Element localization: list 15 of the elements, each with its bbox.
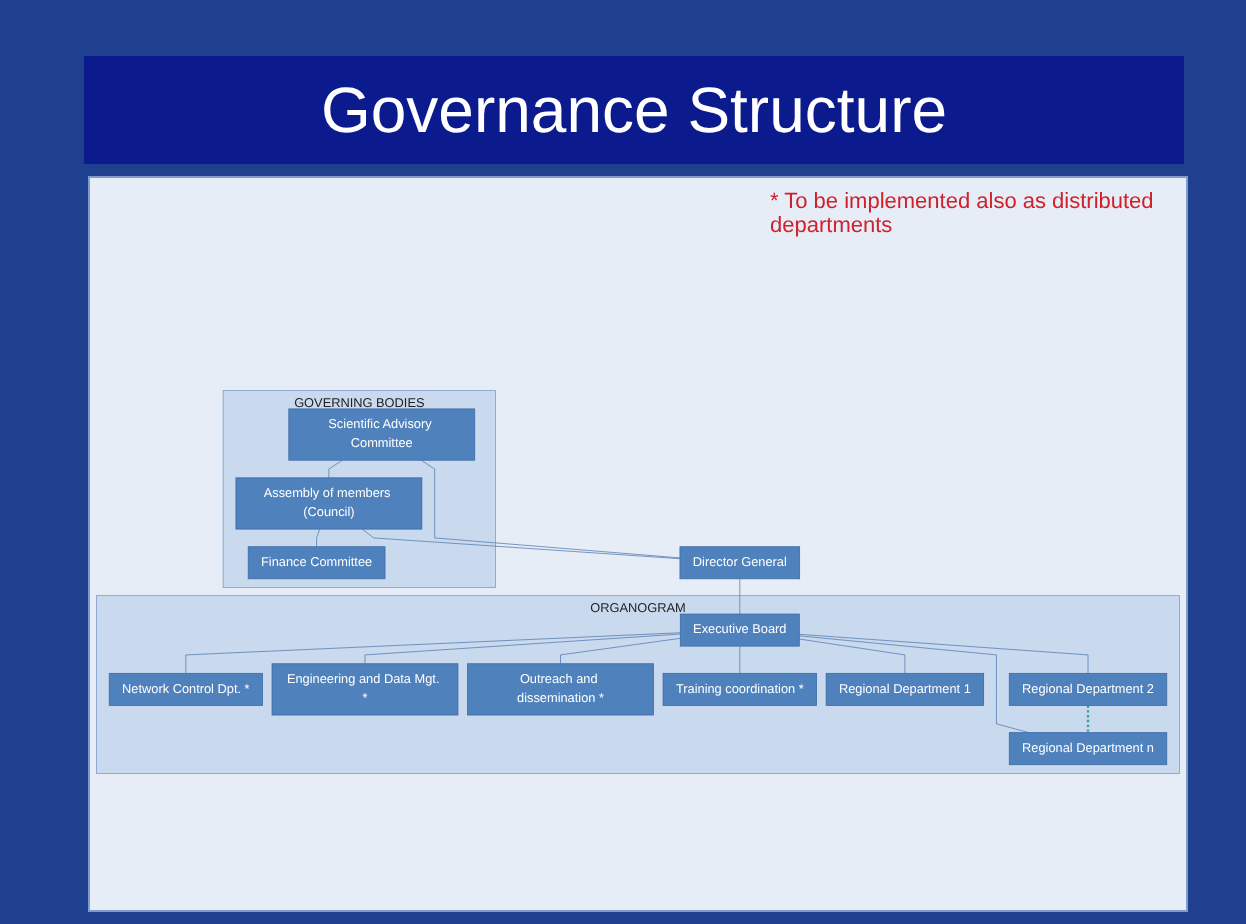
connector: [364, 633, 681, 665]
connector: [316, 528, 321, 548]
connector: [798, 635, 1030, 734]
connector: [560, 637, 681, 665]
slide-title: Governance Structure: [84, 56, 1184, 164]
connector: [328, 459, 343, 479]
connector: [420, 459, 681, 559]
connector: [798, 638, 906, 674]
connector: [798, 633, 1089, 674]
connector: [739, 645, 741, 674]
connector: [739, 578, 741, 615]
connector: [1086, 705, 1090, 733]
connector: [361, 528, 681, 560]
footnote: * To be implemented also as distributed departments: [770, 190, 1156, 238]
connector: [185, 632, 681, 674]
